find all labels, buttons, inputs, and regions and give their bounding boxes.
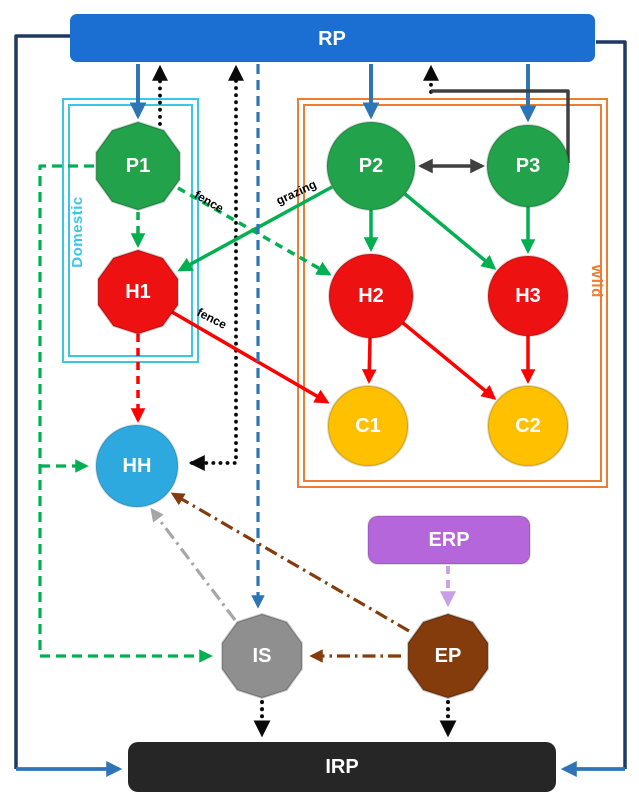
h1-shape — [97, 248, 179, 336]
c1-shape — [327, 385, 409, 467]
hh-label: HH — [123, 455, 152, 477]
p3-label: P3 — [516, 155, 540, 177]
node-h1: H1 — [97, 248, 179, 336]
edge-p1-h2-fence — [177, 186, 332, 276]
ep-label: EP — [435, 645, 462, 667]
node-irp: IRP — [128, 742, 556, 792]
wild-group-label: Wild — [588, 264, 605, 298]
h3-shape — [487, 255, 569, 337]
is-shape — [221, 612, 303, 700]
rp-label: RP — [318, 28, 346, 50]
h3-label: H3 — [515, 285, 541, 307]
h2-label: H2 — [358, 285, 384, 307]
node-erp: ERP — [367, 515, 531, 565]
wild-box-inner — [303, 104, 602, 482]
h1-label: H1 — [125, 281, 151, 303]
node-p1: P1 — [95, 120, 181, 212]
hh-shape — [95, 424, 179, 508]
node-h2: H2 — [328, 253, 414, 339]
edge-ep-hh — [170, 492, 410, 633]
node-rp: RP — [70, 14, 595, 62]
domestic-group-label: Domestic — [69, 196, 86, 268]
rp-box — [70, 14, 595, 62]
edge-p1-is-margin — [38, 164, 213, 663]
edge-h2-c1 — [361, 337, 377, 384]
node-c2: C2 — [487, 385, 569, 467]
wild-group-box: Wild — [297, 98, 608, 488]
node-is: IS — [221, 612, 303, 700]
c1-label: C1 — [355, 415, 381, 437]
edge-h1-c1-fence — [171, 310, 330, 404]
edge-h2-c2 — [401, 321, 497, 400]
node-ep: EP — [407, 612, 489, 700]
edge-rp-irp-left — [14, 34, 70, 769]
node-p2: P2 — [326, 121, 416, 211]
h2-shape — [328, 253, 414, 339]
node-c1: C1 — [327, 385, 409, 467]
irp-box — [128, 742, 556, 792]
grazing-label: grazing — [274, 177, 319, 208]
c2-label: C2 — [515, 415, 541, 437]
is-label: IS — [253, 645, 272, 667]
edge-p2-h1-grazing — [177, 185, 333, 272]
node-h3: H3 — [487, 255, 569, 337]
edge-is-hh — [150, 507, 237, 621]
irp-label: IRP — [325, 756, 358, 778]
p2-label: P2 — [359, 155, 383, 177]
ep-shape — [407, 612, 489, 700]
node-hh: HH — [95, 424, 179, 508]
p1-shape — [95, 120, 181, 212]
p2-shape — [326, 121, 416, 211]
p3-shape — [486, 124, 570, 208]
edge-p2-h3 — [403, 192, 497, 270]
erp-box — [367, 515, 531, 565]
node-p3: P3 — [486, 124, 570, 208]
edge-p3-rp-elbow — [431, 89, 570, 163]
p1-label: P1 — [126, 155, 150, 177]
c2-shape — [487, 385, 569, 467]
edge-rp-irp-right — [596, 40, 627, 769]
edge-hh-rp-dotted — [188, 64, 244, 471]
wild-box-outer — [297, 98, 608, 488]
erp-label: ERP — [428, 529, 469, 551]
